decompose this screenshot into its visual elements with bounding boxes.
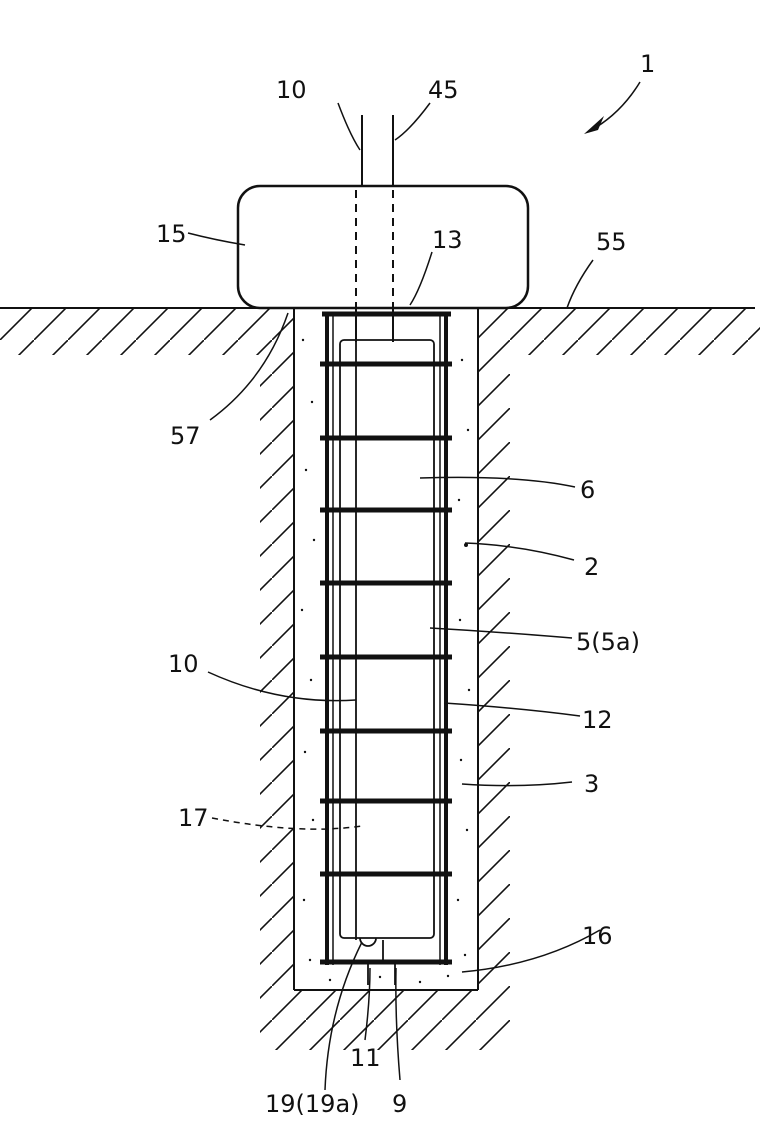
- label-55: 55: [596, 228, 627, 256]
- label-11: 11: [350, 1044, 381, 1072]
- label-6: 6: [580, 476, 595, 504]
- label-9: 9: [392, 1090, 407, 1118]
- label-10-mid: 10: [168, 650, 199, 678]
- hole-outline: [294, 308, 478, 990]
- label-45: 45: [428, 76, 459, 104]
- label-19-19a: 19(19a): [265, 1090, 360, 1118]
- inner-casing: [340, 340, 434, 938]
- label-1: 1: [640, 50, 655, 78]
- pipes: [362, 115, 393, 188]
- label-10-top: 10: [276, 76, 307, 104]
- label-17: 17: [178, 804, 209, 832]
- label-57: 57: [170, 422, 201, 450]
- label-16: 16: [582, 922, 613, 950]
- vertical-rebars: [327, 313, 446, 965]
- cap-block: [238, 186, 528, 308]
- ground-hatching: [0, 309, 760, 1069]
- label-3: 3: [584, 770, 599, 798]
- vertical-rebars-inner: [333, 313, 440, 965]
- label-15: 15: [156, 220, 187, 248]
- label-2: 2: [584, 553, 599, 581]
- label-12: 12: [582, 706, 613, 734]
- label-5-5a: 5(5a): [576, 628, 640, 656]
- label-13: 13: [432, 226, 463, 254]
